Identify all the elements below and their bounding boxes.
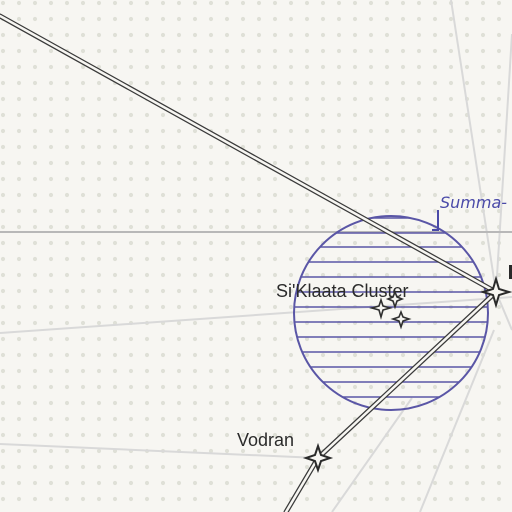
faint-lane (0, 443, 319, 459)
faction-callout[interactable]: Summa- (432, 193, 507, 231)
star-icon[interactable] (479, 275, 512, 309)
small-star-icon[interactable] (390, 309, 412, 330)
cluster-member-stars (369, 289, 412, 330)
small-star-icon[interactable] (385, 289, 405, 310)
star-icon[interactable] (302, 442, 334, 474)
small-star-icon[interactable] (369, 297, 393, 320)
faint-lane (331, 397, 413, 512)
faint-lane (419, 329, 495, 512)
system-label-vodran: Vodran (237, 430, 294, 450)
faint-lane (0, 296, 512, 334)
faint-lane (495, 33, 512, 293)
offscreen-label-fragment (509, 265, 512, 279)
system-vodran[interactable]: Vodran (237, 430, 334, 474)
cluster-boundary[interactable] (293, 215, 489, 411)
faction-callout-leader (432, 210, 439, 231)
faction-label: Summa- (440, 193, 507, 212)
cluster-label: Si'Klaata Cluster (276, 281, 409, 301)
faint-lane (450, 0, 497, 293)
